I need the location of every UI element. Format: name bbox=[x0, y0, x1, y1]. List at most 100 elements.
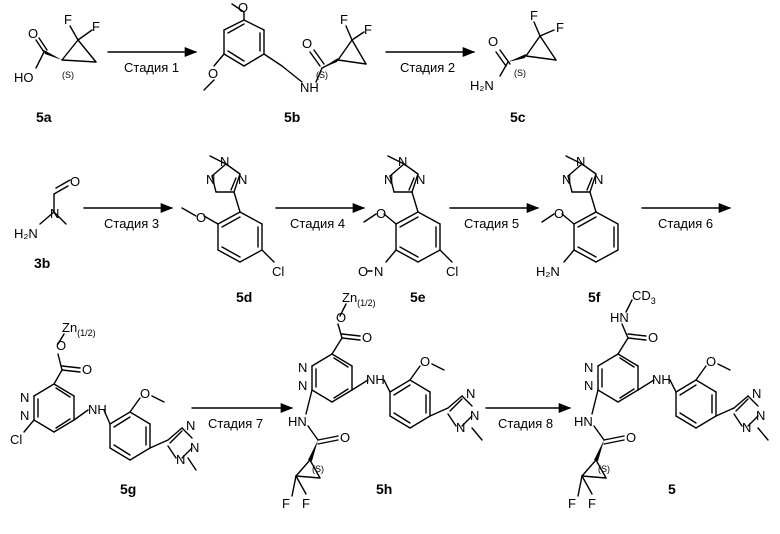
compound-label-5a: 5a bbox=[36, 109, 52, 125]
atom-zn: Zn(1/2) bbox=[62, 320, 96, 338]
compound-label-5: 5 bbox=[668, 481, 676, 497]
atom-n: N bbox=[470, 408, 479, 423]
atom-f: F bbox=[588, 496, 596, 511]
structure-5f: N N N O H₂N bbox=[536, 154, 618, 279]
structure-5: HN CD3 O N N HN O (S) F F NH O N N N bbox=[568, 288, 768, 511]
atom-h2n: H₂N bbox=[14, 226, 38, 241]
atom-n: N bbox=[562, 172, 571, 187]
atom-n: N bbox=[594, 172, 603, 187]
arrow-label-stage-3: Стадия 3 bbox=[104, 216, 159, 231]
atom-o: O bbox=[358, 264, 368, 279]
atom-h2n: H₂N bbox=[470, 78, 494, 93]
arrow-label-stage-8: Стадия 8 bbox=[498, 416, 553, 431]
atom-cl: Cl bbox=[10, 432, 22, 447]
atom-o: O bbox=[488, 34, 498, 49]
stereo-s-label: (S) bbox=[312, 464, 324, 474]
compound-label-5e: 5e bbox=[410, 289, 426, 305]
atom-n: N bbox=[298, 378, 307, 393]
atom-o: O bbox=[336, 310, 346, 325]
atom-n: N bbox=[20, 390, 29, 405]
arrow-label-stage-6: Стадия 6 bbox=[658, 216, 713, 231]
compound-label-5c: 5c bbox=[510, 109, 526, 125]
structure-5a: F F O HO (S) bbox=[14, 12, 100, 85]
compound-label-5f: 5f bbox=[588, 289, 601, 305]
atom-ho: HO bbox=[14, 70, 34, 85]
atom-n: N bbox=[298, 360, 307, 375]
atom-n: N bbox=[206, 172, 215, 187]
atom-f: F bbox=[302, 496, 310, 511]
stereo-s-label: (S) bbox=[62, 70, 74, 80]
atom-n: N bbox=[416, 172, 425, 187]
arrow-label-stage-1: Стадия 1 bbox=[124, 60, 179, 75]
arrow-label-stage-7: Стадия 7 bbox=[208, 416, 263, 431]
compound-label-5h: 5h bbox=[376, 481, 392, 497]
atom-o: O bbox=[140, 386, 150, 401]
atom-f: F bbox=[340, 12, 348, 27]
compound-label-3b: 3b bbox=[34, 255, 50, 271]
compound-label-5g: 5g bbox=[120, 481, 136, 497]
atom-f: F bbox=[568, 496, 576, 511]
atom-f: F bbox=[556, 20, 564, 35]
atom-o: O bbox=[82, 362, 92, 377]
atom-o: O bbox=[362, 330, 372, 345]
atom-n: N bbox=[190, 440, 199, 455]
structure-5h: O Zn(1/2) O N N HN O (S) F F NH O N N N bbox=[282, 290, 482, 511]
atom-n: N bbox=[752, 386, 761, 401]
structure-5e: N N N O O N Cl bbox=[358, 154, 458, 279]
atom-o: O bbox=[70, 174, 80, 189]
structure-5g: O Zn(1/2) O N N Cl NH O N N N bbox=[10, 320, 199, 470]
atom-o: O bbox=[420, 354, 430, 369]
structure-5c: O H₂N F F (S) bbox=[470, 8, 564, 93]
stereo-s-label: (S) bbox=[316, 70, 328, 80]
atom-o: O bbox=[554, 206, 564, 221]
atom-o: O bbox=[302, 36, 312, 51]
atom-f: F bbox=[364, 22, 372, 37]
arrow-label-stage-5: Стадия 5 bbox=[464, 216, 519, 231]
atom-n: N bbox=[584, 378, 593, 393]
atom-o: O bbox=[626, 430, 636, 445]
atom-n: N bbox=[756, 408, 765, 423]
atom-o: O bbox=[376, 206, 386, 221]
atom-n: N bbox=[176, 452, 185, 467]
structure-5d: N N N O Cl bbox=[182, 154, 284, 279]
atom-n: N bbox=[742, 420, 751, 435]
atom-n: N bbox=[238, 172, 247, 187]
atom-n: N bbox=[220, 154, 229, 169]
atom-nh: NH bbox=[300, 80, 319, 95]
structure-5b: O O NH O F F (S) bbox=[204, 0, 372, 95]
atom-n: N bbox=[584, 360, 593, 375]
stereo-s-label: (S) bbox=[514, 68, 526, 78]
atom-o: O bbox=[706, 354, 716, 369]
atom-nh: NH bbox=[366, 372, 385, 387]
structure-3b: O N H₂N bbox=[14, 174, 80, 241]
atom-zn: Zn(1/2) bbox=[342, 290, 376, 308]
atom-o: O bbox=[648, 330, 658, 345]
atom-n: N bbox=[20, 408, 29, 423]
arrow-label-stage-2: Стадия 2 bbox=[400, 60, 455, 75]
atom-hn: HN bbox=[288, 414, 307, 429]
atom-o: O bbox=[28, 26, 38, 41]
atom-n: N bbox=[186, 418, 195, 433]
atom-f: F bbox=[92, 19, 100, 34]
atom-n: N bbox=[466, 386, 475, 401]
atom-f: F bbox=[530, 8, 538, 23]
atom-h2n: H₂N bbox=[536, 264, 560, 279]
atom-o: O bbox=[56, 338, 66, 353]
atom-n: N bbox=[374, 264, 383, 279]
atom-n: N bbox=[456, 420, 465, 435]
atom-cl: Cl bbox=[446, 264, 458, 279]
atom-hn: HN bbox=[574, 414, 593, 429]
atom-o: O bbox=[208, 66, 218, 81]
atom-cl: Cl bbox=[272, 264, 284, 279]
atom-f: F bbox=[64, 12, 72, 27]
atom-nh: NH bbox=[88, 402, 107, 417]
atom-hn: HN bbox=[610, 310, 629, 325]
atom-o: O bbox=[238, 0, 248, 15]
atom-n: N bbox=[398, 154, 407, 169]
compound-label-5d: 5d bbox=[236, 289, 252, 305]
atom-n: N bbox=[384, 172, 393, 187]
atom-n: N bbox=[576, 154, 585, 169]
compound-label-5b: 5b bbox=[284, 109, 300, 125]
stereo-s-label: (S) bbox=[598, 464, 610, 474]
